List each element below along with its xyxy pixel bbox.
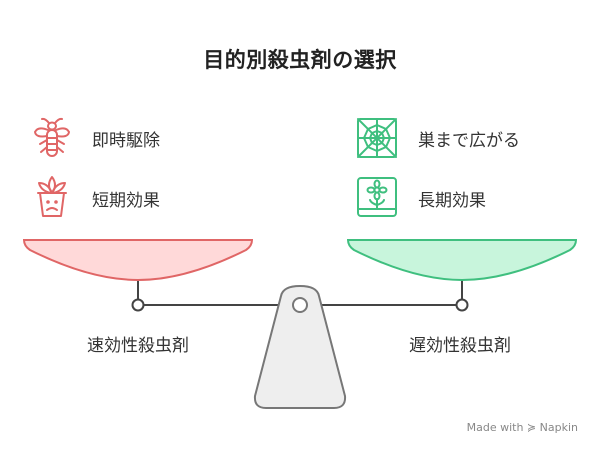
spider-web-icon — [355, 116, 399, 160]
page-title: 目的別殺虫剤の選択 — [203, 48, 397, 72]
item-label-spread: 巣まで広がる — [418, 131, 520, 151]
left-pivot — [131, 298, 145, 312]
left-pan — [22, 239, 254, 282]
scale-fulcrum — [253, 284, 347, 409]
item-label-immediate: 即時駆除 — [92, 131, 160, 151]
item-label-short-term: 短期効果 — [92, 191, 160, 211]
item-label-long-term: 長期効果 — [418, 191, 486, 211]
flower-card-icon — [355, 175, 399, 219]
right-side-label: 遅効性殺虫剤 — [409, 336, 511, 356]
center-pivot — [292, 297, 308, 313]
sad-plant-pot-icon — [30, 175, 74, 219]
napkin-watermark: Made with ≽ Napkin — [466, 421, 578, 434]
left-side-label: 速効性殺虫剤 — [87, 336, 189, 356]
firefly-icon — [30, 116, 74, 160]
right-pan — [346, 239, 578, 282]
right-pivot — [455, 298, 469, 312]
